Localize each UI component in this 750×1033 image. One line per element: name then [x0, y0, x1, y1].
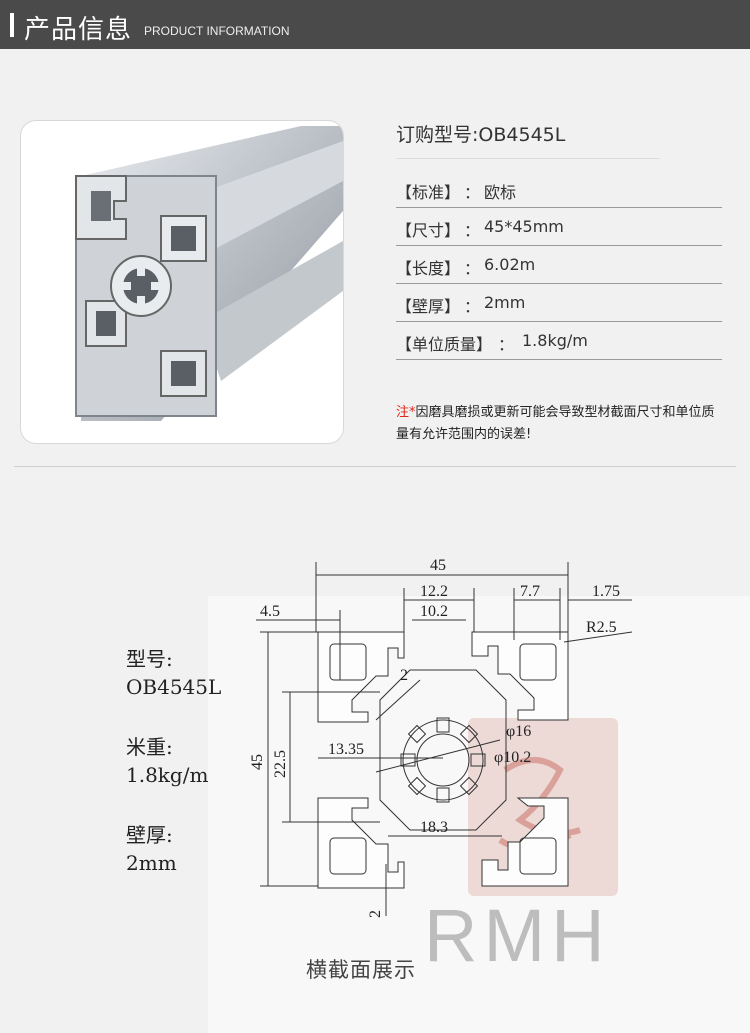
spec-value: 45*45mm: [484, 217, 564, 236]
spec-label: 【标准】: [396, 183, 461, 202]
dim-lip-offset: 1.75: [592, 583, 620, 600]
dim-left-offset: 4.5: [260, 603, 280, 620]
dim-inner-height: 22.5: [272, 750, 289, 778]
spec-value: 欧标: [484, 183, 517, 202]
section-title: 产品信息: [24, 15, 133, 45]
product-photo: [20, 120, 344, 444]
divider: [396, 158, 660, 159]
drawing-caption: 横截面展示: [306, 958, 416, 982]
section-divider: [14, 466, 736, 467]
dim-bore-inner: φ10.2: [494, 749, 531, 766]
drawing-panel: [208, 596, 750, 1033]
weight-value: 1.8kg/m: [126, 763, 209, 787]
brand-watermark: RMH: [424, 894, 611, 977]
spec-sep: ：: [464, 259, 481, 278]
spec-label: 【尺寸】: [396, 221, 461, 240]
order-model: 订购型号:OB4545L: [396, 124, 566, 146]
wall-label: 壁厚:: [126, 823, 173, 847]
spec-sep: ：: [464, 221, 481, 240]
dim-bore-outer: φ16: [506, 723, 531, 740]
header-accent-bar: [10, 13, 14, 37]
model-label: 型号:: [126, 647, 173, 671]
model-value: OB4545L: [126, 675, 222, 699]
note-mark: 注*: [396, 405, 416, 420]
spec-value: 2mm: [484, 293, 526, 312]
dim-slot-inner: 10.2: [420, 603, 448, 620]
spec-label: 【长度】: [396, 259, 461, 278]
spec-sep: ：: [498, 335, 515, 354]
dim-radius: R2.5: [586, 619, 617, 636]
dim-lip-width: 7.7: [520, 583, 540, 600]
section-header: 产品信息 PRODUCT INFORMATION: [0, 0, 750, 49]
spec-row-unit-mass: 【单位质量】 ： 1.8kg/m: [396, 322, 722, 360]
spec-row-size: 【尺寸】 ： 45*45mm: [396, 208, 722, 246]
dim-inner-offset: 18.3: [420, 819, 448, 836]
spec-sep: ：: [464, 183, 481, 202]
section-subtitle: PRODUCT INFORMATION: [144, 24, 290, 38]
dim-center-offset: 13.35: [328, 741, 364, 758]
spec-row-standard: 【标准】 ： 欧标: [396, 170, 722, 208]
spec-label: 【单位质量】: [396, 335, 493, 354]
aluminum-profile-image: [75, 126, 343, 421]
spec-value: 6.02m: [484, 255, 536, 274]
dim-diag-wall: 2: [400, 667, 408, 684]
tolerance-note: 注*因磨具磨损或更新可能会导致型材截面尺寸和单位质量有允许范围内的误差!: [396, 402, 726, 446]
spec-value: 1.8kg/m: [522, 331, 588, 350]
dim-overall-width: 45: [430, 557, 446, 574]
spec-row-length: 【长度】 ： 6.02m: [396, 246, 722, 284]
spec-sep: ：: [464, 297, 481, 316]
spec-row-wall-thickness: 【壁厚】 ： 2mm: [396, 284, 722, 322]
note-text: 因磨具磨损或更新可能会导致型材截面尺寸和单位质量有允许范围内的误差!: [396, 405, 715, 442]
dim-slot-outer: 12.2: [420, 583, 448, 600]
dim-overall-height: 45: [249, 754, 266, 770]
weight-label: 米重:: [126, 735, 173, 759]
spec-label: 【壁厚】: [396, 297, 461, 316]
wall-value: 2mm: [126, 851, 177, 875]
dim-bottom-wall: 2: [367, 910, 384, 918]
